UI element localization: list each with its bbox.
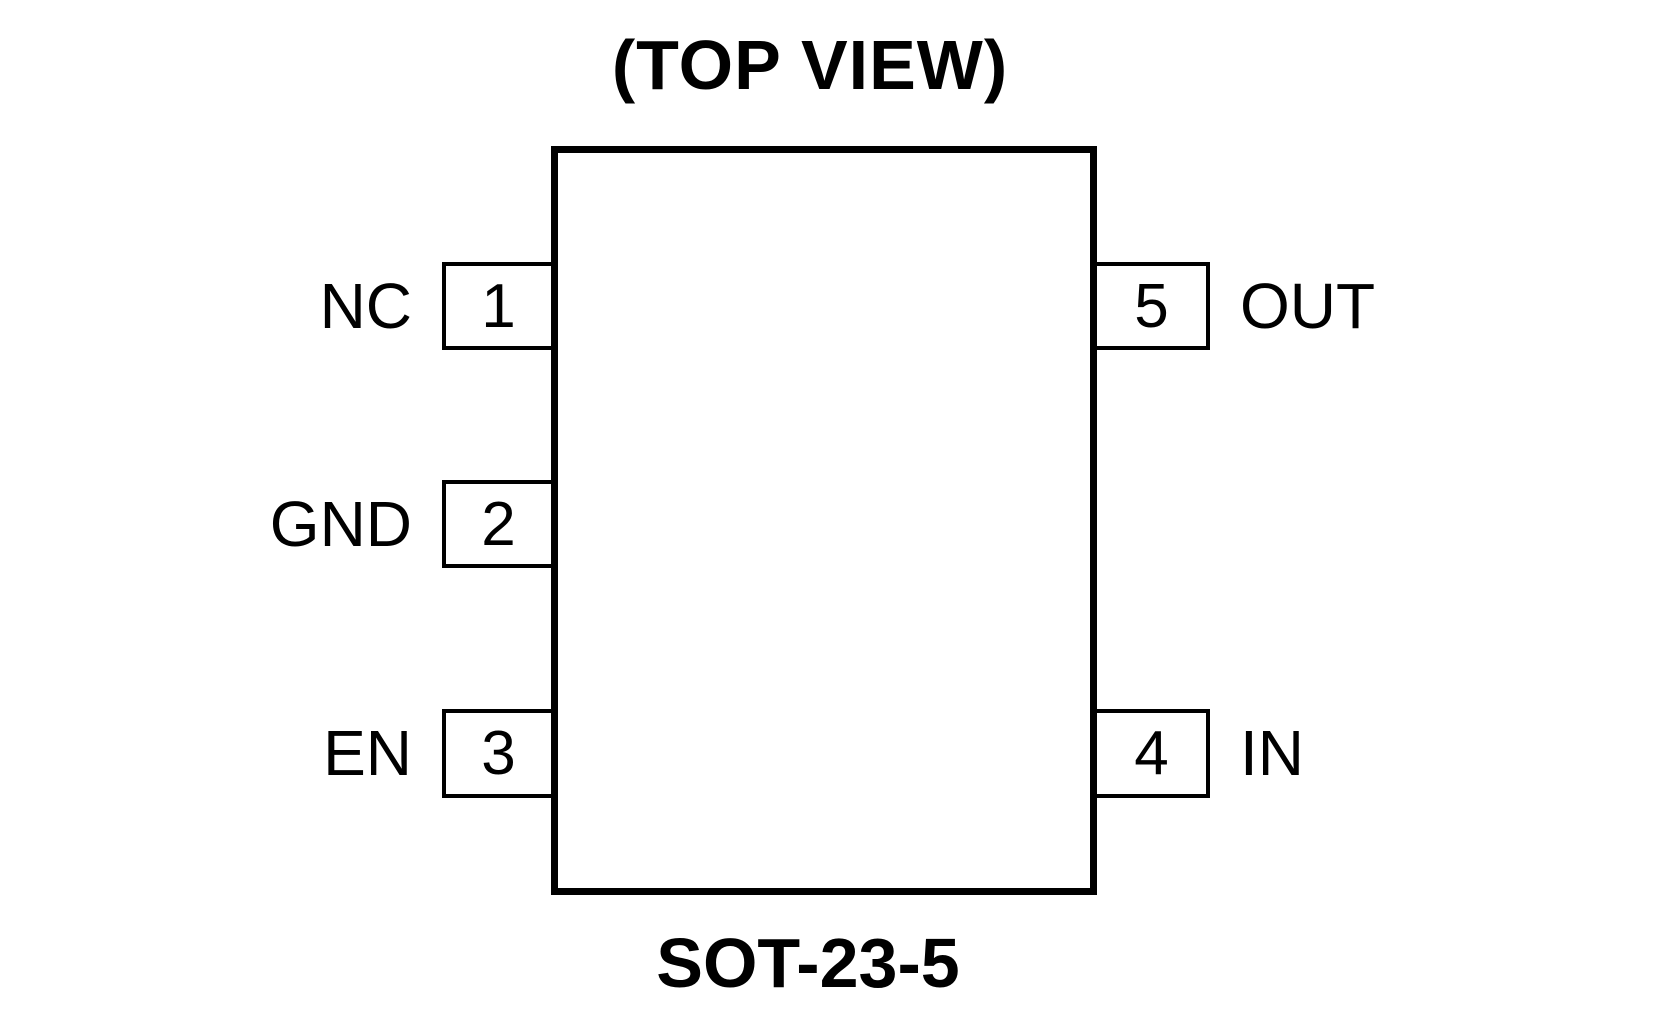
diagram-title: (TOP VIEW) (611, 26, 1009, 104)
pin-4-box: 4 (1093, 709, 1210, 798)
pin-5-box: 5 (1093, 262, 1210, 350)
pin-1-label: NC (319, 270, 412, 342)
pin-4-number: 4 (1134, 719, 1169, 788)
pin-1-box: 1 (442, 262, 555, 350)
pin-5-number: 5 (1134, 271, 1169, 341)
pin-1-number: 1 (481, 271, 516, 341)
pin-2-label: GND (269, 488, 412, 560)
package-name-caption: SOT-23-5 (656, 924, 960, 1002)
pin-3-box: 3 (442, 709, 555, 798)
pin-3-number: 3 (481, 719, 516, 788)
pin-5-label: OUT (1240, 270, 1376, 342)
pin-4-label: IN (1240, 717, 1304, 789)
pin-3-label: EN (323, 717, 412, 789)
pin-2-number: 2 (481, 489, 516, 559)
pin-2-box: 2 (442, 480, 555, 568)
chip-package-body (551, 146, 1097, 895)
